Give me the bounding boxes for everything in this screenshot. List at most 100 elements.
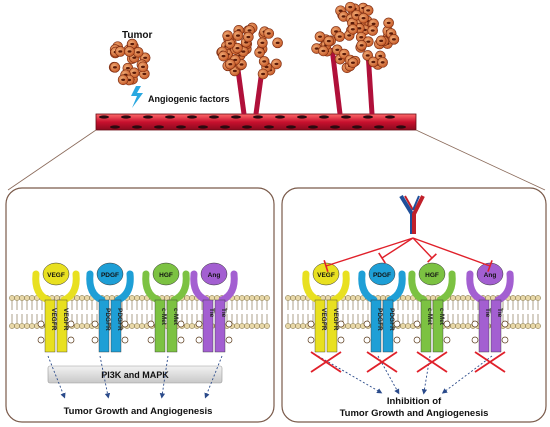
- cell-nucleus: [127, 50, 132, 53]
- endothelial-cell: [231, 115, 241, 119]
- phosphate-icon: [413, 336, 421, 344]
- endothelial-cell: [220, 125, 230, 129]
- lipid-head: [239, 323, 245, 329]
- lipid-head: [510, 323, 516, 329]
- cell-nucleus: [378, 54, 383, 58]
- cell-nucleus: [136, 51, 141, 54]
- cell-nucleus: [235, 46, 240, 50]
- cell-nucleus: [132, 56, 137, 59]
- lipid-head: [345, 323, 351, 329]
- block-cross: [310, 351, 342, 373]
- ligand-label: PDGF: [101, 272, 119, 279]
- cell-nucleus: [221, 54, 226, 58]
- lipid-head: [84, 323, 90, 329]
- cell-nucleus: [361, 16, 366, 20]
- lipid-head: [345, 295, 351, 301]
- inhibition-line: [412, 237, 433, 259]
- inhibition-bar: [378, 252, 386, 264]
- endothelial-cell: [165, 115, 175, 119]
- block-cross: [366, 351, 398, 373]
- phosphate-icon: [91, 336, 99, 344]
- ligand: [200, 262, 228, 286]
- phosphate-icon: [91, 320, 99, 328]
- lipid-head: [450, 295, 456, 301]
- lipid-head: [450, 323, 456, 329]
- lipid-head: [139, 295, 145, 301]
- cell-nucleus: [389, 32, 394, 35]
- lipid-head: [515, 323, 521, 329]
- phosphate-icon: [225, 320, 233, 328]
- lipid-head: [264, 295, 270, 301]
- endothelial-cell: [319, 115, 329, 119]
- ligand-label: Ang: [484, 272, 497, 279]
- endothelial-cell: [242, 125, 252, 129]
- cell-nucleus: [366, 40, 371, 43]
- ligand: [42, 262, 70, 286]
- cell-nucleus: [227, 42, 232, 45]
- phosphate-icon: [121, 320, 129, 328]
- lipid-head: [134, 295, 140, 301]
- phosphate-icon: [147, 336, 155, 344]
- cell-nucleus: [275, 41, 280, 45]
- lipid-head: [244, 323, 250, 329]
- phosphate-icon: [307, 320, 315, 328]
- cell-nucleus: [321, 49, 326, 53]
- cell-nucleus: [112, 66, 117, 69]
- cell-nucleus: [354, 13, 359, 17]
- cell-nucleus: [130, 42, 135, 46]
- lipid-head: [29, 295, 35, 301]
- tumor-cluster-large: [311, 1, 400, 74]
- lipid-head: [350, 323, 356, 329]
- cell-nucleus: [341, 15, 346, 18]
- lipid-head: [134, 323, 140, 329]
- cell-nucleus: [366, 9, 371, 12]
- cell-nucleus: [359, 36, 364, 39]
- lipid-head: [535, 323, 541, 329]
- endothelial-cell: [341, 115, 351, 119]
- lipid-head: [465, 295, 471, 301]
- lipid-head: [520, 295, 526, 301]
- endothelial-cell: [286, 125, 296, 129]
- phosphate-icon: [471, 336, 479, 344]
- phosphate-icon: [363, 320, 371, 328]
- cell-nucleus: [359, 44, 364, 47]
- phosphate-icon: [443, 320, 451, 328]
- signal-arrow: [47, 355, 66, 399]
- receptor-label: c-Met: [172, 308, 179, 326]
- cell-nucleus: [232, 69, 237, 73]
- cell-nucleus: [142, 72, 147, 76]
- receptor-label: Tie: [496, 308, 503, 318]
- pathway-box: [47, 365, 223, 384]
- lipid-head: [74, 323, 80, 329]
- cell-nucleus: [257, 51, 262, 54]
- cell-nucleus: [132, 71, 137, 74]
- cell-nucleus: [337, 35, 342, 38]
- endothelial-cell: [385, 115, 395, 119]
- phosphate-icon: [147, 320, 155, 328]
- cell-nucleus: [260, 41, 265, 44]
- endothelial-cell: [264, 125, 274, 129]
- receptor-label: VEGFR: [320, 308, 327, 331]
- cell-nucleus: [143, 56, 148, 59]
- receptor-label: PDGFR: [376, 308, 383, 331]
- lipid-head: [74, 295, 80, 301]
- endothelial-cell: [132, 125, 142, 129]
- endothelial-cell: [209, 115, 219, 119]
- phosphate-icon: [337, 320, 345, 328]
- cell-nucleus: [225, 34, 230, 37]
- antibody-icon: [399, 194, 425, 234]
- ligand: [96, 262, 124, 286]
- receptor-label: VEGFR: [50, 308, 57, 331]
- cell-nucleus: [261, 72, 266, 76]
- lipid-head: [355, 295, 361, 301]
- lipid-head: [249, 295, 255, 301]
- endothelial-cell: [198, 125, 208, 129]
- lipid-head: [234, 323, 240, 329]
- lipid-head: [189, 323, 195, 329]
- lipid-head: [14, 323, 20, 329]
- angiogenic-factors-label: Angiogenic factors: [148, 94, 230, 104]
